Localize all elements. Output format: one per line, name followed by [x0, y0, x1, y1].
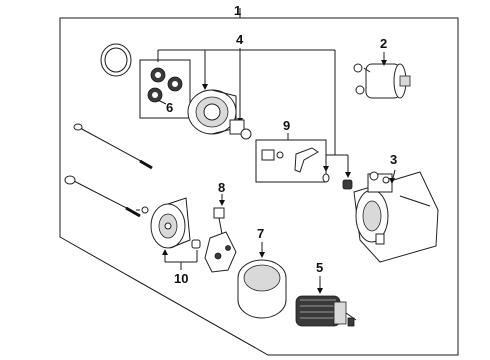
callout-10: 10 — [174, 271, 188, 286]
planetary-gear-3 — [147, 87, 163, 103]
callout-8: 8 — [218, 180, 225, 195]
planetary-gear-1 — [150, 67, 166, 83]
small-bushing — [342, 179, 353, 190]
callout-1: 1 — [234, 3, 241, 18]
callout-2: 2 — [380, 36, 387, 51]
callout-6-leader — [157, 99, 167, 105]
gear-set-box — [139, 59, 191, 119]
armature — [295, 295, 357, 327]
end-bushing — [191, 239, 201, 249]
small-washer — [322, 173, 330, 183]
starter-assembly — [353, 171, 439, 263]
yoke — [237, 259, 287, 319]
callout-6: 6 — [166, 100, 173, 115]
callout-9: 9 — [283, 118, 290, 133]
callout-7: 7 — [257, 226, 264, 241]
callout-10-leaders — [162, 249, 198, 270]
plunger-parts — [261, 149, 284, 161]
through-bolt-upper — [73, 123, 153, 170]
callout-3: 3 — [390, 152, 397, 167]
lever-kit-box — [255, 139, 327, 183]
small-screw — [136, 206, 149, 214]
planetary-gear-2 — [167, 76, 183, 92]
end-frame — [150, 197, 191, 249]
drive-housing — [187, 89, 252, 140]
brush-holder — [204, 207, 237, 273]
solenoid — [353, 63, 411, 99]
callout-4: 4 — [236, 32, 244, 47]
callout-4-leaders — [157, 48, 351, 178]
assembly-frame — [59, 8, 459, 356]
gasket-ring — [100, 43, 132, 77]
callout-5: 5 — [316, 260, 323, 275]
through-bolt-lower — [64, 175, 141, 218]
shift-lever — [294, 147, 319, 173]
